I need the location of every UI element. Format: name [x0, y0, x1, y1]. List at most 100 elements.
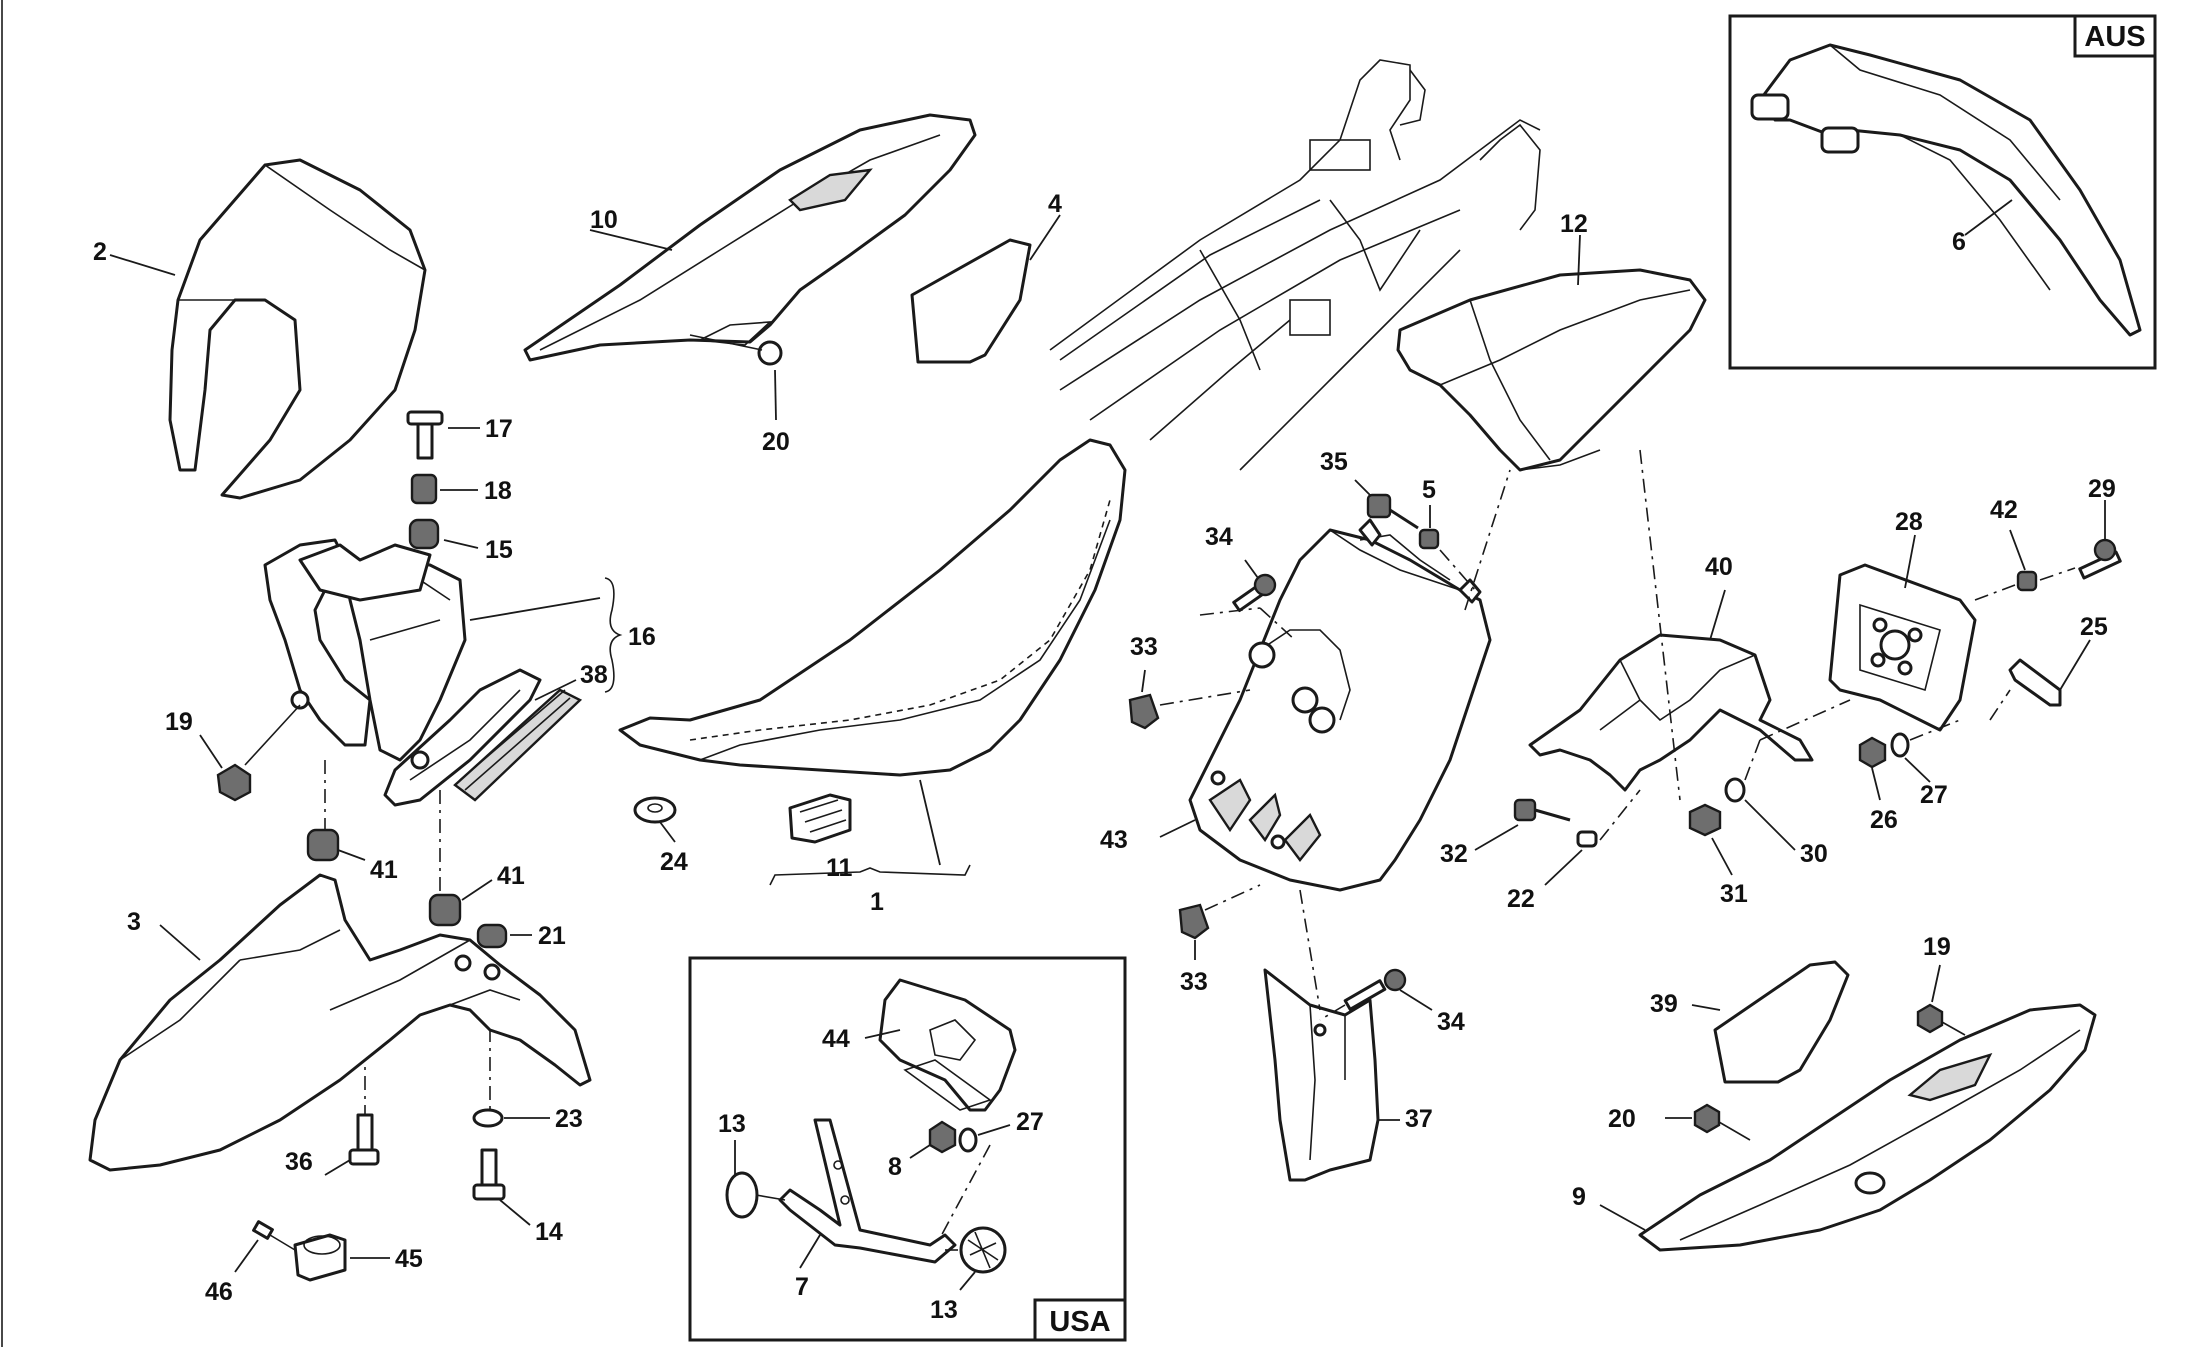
part-43-rear-fender: 43: [1100, 518, 1492, 892]
reflector-13-left: [725, 1171, 759, 1219]
part-25-spacer: 25: [1989, 613, 2108, 721]
usa-inset: USA 44 7 13 13 8 27: [688, 956, 1127, 1342]
callout-36: 36: [285, 1148, 313, 1176]
screw-32-bushing-22: 32 22: [1440, 789, 1641, 913]
aus-inset: AUS 6: [1728, 14, 2157, 370]
part-2-headlight-fairing: 2: [93, 158, 427, 500]
washer-27-rear: [1890, 732, 1910, 758]
callout-44: 44: [822, 1025, 850, 1053]
washer-27-usa: [958, 1127, 978, 1153]
part-4-decal: 4: [910, 190, 1062, 364]
callout-21: 21: [538, 922, 566, 950]
screw-20-top: [757, 340, 783, 366]
part-28-plate-mount: 28: [1828, 508, 1977, 732]
callout-41-right: 41: [497, 862, 525, 890]
washer-42: [2016, 570, 2038, 592]
screw-46: [252, 1220, 274, 1240]
screw-29: [2093, 538, 2117, 562]
clamp-45: [293, 1233, 347, 1282]
callout-11: 11: [826, 854, 853, 882]
callout-16: 16: [628, 623, 656, 651]
callout-9: 9: [1572, 1183, 1586, 1211]
grommet-15: [408, 518, 440, 550]
nut-21: 21: [476, 922, 566, 950]
callout-13-left: 13: [718, 1110, 746, 1138]
callout-19-left: 19: [165, 708, 193, 736]
washer-42-screw-29: 42 29: [1974, 475, 2122, 601]
aus-tag-box: [2073, 14, 2157, 58]
usa-tag-box: [1033, 1298, 1127, 1342]
part-39-decal: 39: [1650, 960, 1850, 1084]
callout-24: 24: [660, 848, 688, 876]
nut-31-washer-30: 31 30: [1688, 739, 1828, 908]
callout-40: 40: [1705, 553, 1733, 581]
part-37-mud-flap: 37: [1263, 968, 1433, 1182]
nut-26-washer-27: 26 27: [1858, 719, 1961, 834]
callout-30: 30: [1800, 840, 1828, 868]
callout-7: 7: [795, 1273, 809, 1301]
nut-31: [1688, 803, 1722, 837]
callout-10: 10: [590, 206, 618, 234]
callout-20-top: 20: [762, 428, 790, 456]
part-16-headlight-bracket: 16 38 19: [165, 538, 656, 807]
usa-tag: USA: [1049, 1306, 1110, 1338]
clip-33-top: 33: [1128, 633, 1251, 730]
callout-22: 22: [1507, 885, 1535, 913]
washer-30: [1724, 777, 1746, 803]
callout-3: 3: [127, 908, 141, 936]
washer-24: [633, 796, 677, 824]
aus-mount-1: [1750, 93, 1790, 121]
callout-33-bottom: 33: [1180, 968, 1208, 996]
callout-29: 29: [2088, 475, 2116, 503]
screw-20-right: 20: [1608, 1103, 1751, 1141]
callout-35: 35: [1320, 448, 1348, 476]
callout-13-right: 13: [930, 1296, 958, 1324]
subframe-reference: [1049, 59, 1541, 471]
part-40-plate-holder: 40: [1528, 553, 1814, 792]
washer-23-bolt-14: 23 14: [472, 1105, 583, 1246]
callout-42: 42: [1990, 496, 2018, 524]
bolt-34-top: 34: [1205, 523, 1277, 613]
part-6-rear-fender-aus: [1758, 43, 2142, 337]
nut-8: [928, 1120, 957, 1154]
screw-35-bushing-5: 35 5: [1320, 448, 1440, 550]
callout-27-rear: 27: [1920, 781, 1948, 809]
callout-45: 45: [395, 1245, 423, 1273]
callout-34-top: 34: [1205, 523, 1233, 551]
washer-23: [472, 1108, 504, 1128]
callout-33-top: 33: [1130, 633, 1158, 661]
callout-19-right: 19: [1923, 933, 1951, 961]
part-12-seat-cowl: 12: [1396, 210, 1707, 472]
callout-34-bottom: 34: [1437, 1008, 1465, 1036]
callout-14: 14: [535, 1218, 563, 1246]
callout-26: 26: [1870, 806, 1898, 834]
bushing-18: [410, 473, 438, 505]
callout-5: 5: [1422, 476, 1436, 504]
aus-tag: AUS: [2084, 21, 2145, 53]
part-10-side-panel-left: 10 20: [523, 113, 977, 456]
bushing-22: [1576, 830, 1598, 848]
callout-12: 12: [1560, 210, 1588, 238]
bolt-36: 36: [285, 1113, 380, 1176]
callout-20-right: 20: [1608, 1105, 1636, 1133]
part-9-side-panel-right: 9: [1572, 1003, 2097, 1252]
clamp-45-screw-46: 45 46: [205, 1220, 423, 1306]
callout-2: 2: [93, 238, 107, 266]
callout-37: 37: [1405, 1105, 1433, 1133]
callout-8: 8: [888, 1153, 902, 1181]
grommet-41-left: [306, 828, 340, 862]
callout-18: 18: [484, 477, 512, 505]
callout-28: 28: [1895, 508, 1923, 536]
callout-23: 23: [555, 1105, 583, 1133]
screw-32: [1513, 798, 1537, 822]
nut-19-right: 19: [1916, 933, 1966, 1036]
bolt-34-bottom: 34: [1319, 968, 1465, 1036]
callout-6: 6: [1952, 228, 1966, 256]
callout-32: 32: [1440, 840, 1468, 868]
aus-frame: [1728, 14, 2157, 370]
callout-43: 43: [1100, 826, 1128, 854]
callout-39: 39: [1650, 990, 1678, 1018]
clip-33-bottom: 33: [1178, 884, 1261, 996]
bracket-7: [778, 1118, 957, 1264]
